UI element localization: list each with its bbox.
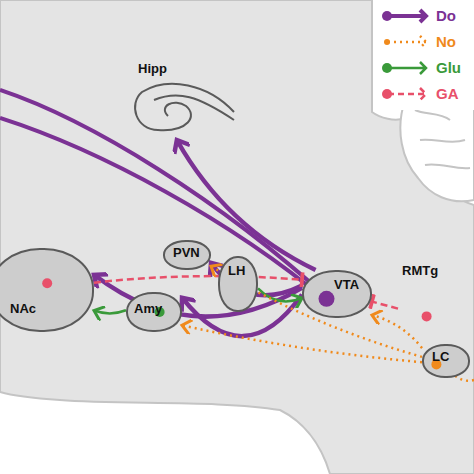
brain-region: Amy <box>126 292 182 332</box>
region-label: PVN <box>173 246 200 260</box>
legend-label: GA <box>436 86 459 103</box>
legend-sample <box>380 84 432 104</box>
region-label: Amy <box>134 302 162 316</box>
hippocampus-region: Hipp <box>128 60 238 140</box>
legend-row: Do <box>380 6 474 26</box>
projection-connector <box>94 276 302 283</box>
brain-region: LH <box>218 256 258 312</box>
projection-connector <box>94 310 126 313</box>
legend-row: Glu <box>380 58 474 78</box>
region-label: Hipp <box>138 62 167 76</box>
brain-region: LC <box>422 344 470 378</box>
legend-label: Glu <box>436 60 461 77</box>
projection-connector <box>372 302 398 309</box>
brain-region: PVN <box>163 240 211 270</box>
legend-sample <box>380 32 432 52</box>
region-label: NAc <box>10 302 36 316</box>
region-label: VTA <box>334 278 359 292</box>
legend-label: No <box>436 34 456 51</box>
brain-region: RMTg <box>398 262 450 326</box>
projection-connector <box>372 315 422 348</box>
brain-region: VTA <box>302 270 372 318</box>
legend-row: GA <box>380 84 474 104</box>
region-label: RMTg <box>402 264 438 278</box>
cerebellum-lines <box>415 110 470 168</box>
projection-connector <box>182 325 422 362</box>
legend-label: Do <box>436 8 456 25</box>
legend-sample <box>380 58 432 78</box>
legend-sample <box>380 6 432 26</box>
region-label: LH <box>228 264 245 278</box>
brain-region: NAc <box>0 248 94 332</box>
legend-row: No <box>380 32 474 52</box>
soma-dot <box>0 248 94 332</box>
region-label: LC <box>432 350 449 364</box>
